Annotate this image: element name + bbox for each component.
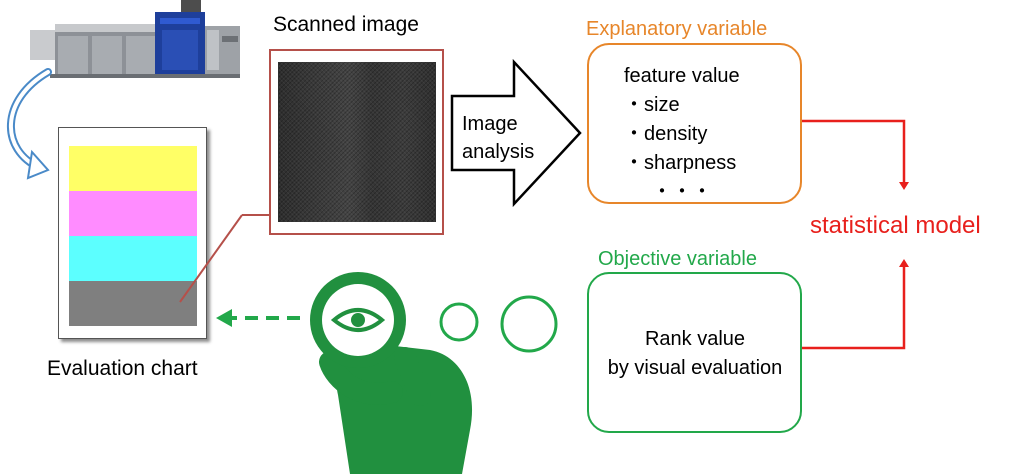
feature-value-list: feature value ・size ・density ・sharpness … — [624, 62, 740, 207]
objective-variable-label: Objective variable — [598, 248, 757, 270]
chart-connector-line — [179, 214, 243, 303]
cyan-stripe — [69, 236, 197, 281]
dashed-arrowhead — [216, 309, 232, 327]
explanatory-connector — [802, 119, 906, 184]
scanned-image-label: Scanned image — [273, 13, 419, 36]
objective-arrowhead — [899, 259, 909, 267]
feature-ellipsis: ・・・ — [652, 181, 712, 203]
objective-variable-box — [587, 272, 802, 433]
yellow-stripe — [69, 146, 197, 191]
feature-item-density: ・density — [624, 123, 708, 145]
scanned-image — [278, 62, 436, 222]
thought-bubble-icon — [439, 302, 479, 342]
person-magnifier-icon — [310, 272, 473, 474]
rank-line2: by visual evaluation — [607, 357, 783, 379]
image-analysis-line1: Image — [462, 113, 518, 135]
rank-value-text: Rank value by visual evaluation — [590, 325, 800, 383]
curved-arrow-icon — [6, 68, 52, 180]
explanatory-variable-box — [587, 43, 802, 204]
image-analysis-line2: analysis — [462, 141, 535, 163]
image-analysis-arrow — [450, 58, 582, 208]
feature-heading: feature value — [624, 65, 740, 87]
objective-connector — [802, 265, 906, 350]
evaluation-chart-label: Evaluation chart — [47, 357, 198, 380]
explanatory-arrowhead — [899, 182, 909, 190]
magenta-stripe — [69, 191, 197, 236]
gray-stripe — [69, 281, 197, 326]
statistical-model-label: statistical model — [810, 212, 981, 239]
feature-item-size: ・size — [624, 94, 680, 116]
thought-bubble-large-icon — [500, 295, 558, 353]
image-analysis-label: Image analysis — [462, 110, 534, 166]
printer-icon — [30, 0, 240, 78]
eye-icon — [330, 308, 386, 332]
feature-item-sharpness: ・sharpness — [624, 152, 737, 174]
rank-line1: Rank value — [644, 328, 746, 350]
explanatory-variable-label: Explanatory variable — [586, 18, 768, 40]
